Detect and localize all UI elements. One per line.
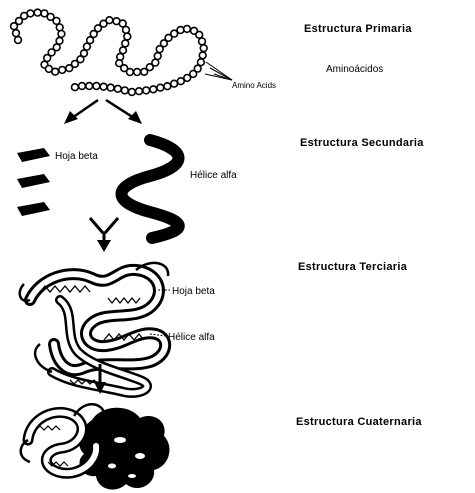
amino-acid-bead xyxy=(154,53,161,60)
amino-acid-bead xyxy=(199,38,206,45)
amino-acid-bead xyxy=(114,85,121,92)
amino-acid-bead xyxy=(13,30,20,37)
amino-acids-label-es: Aminoácidos xyxy=(326,64,383,75)
amino-acid-bead xyxy=(143,87,150,94)
amino-acid-bead xyxy=(93,83,100,90)
amino-acid-bead xyxy=(164,83,171,90)
amino-acid-bead xyxy=(122,40,129,47)
tertiary-fold xyxy=(20,263,168,393)
tertiary-helix-label: Hélice alfa xyxy=(168,332,215,343)
amino-acid-chain xyxy=(11,9,208,95)
amino-acid-pointer-lines xyxy=(205,62,232,80)
amino-acid-bead xyxy=(136,88,143,95)
tertiary-beta-label: Hoja beta xyxy=(172,286,215,297)
amino-acid-bead xyxy=(106,17,113,24)
amino-acid-bead xyxy=(79,83,86,90)
amino-acid-bead xyxy=(157,84,164,91)
amino-acid-bead xyxy=(107,84,114,91)
amino-acid-bead xyxy=(123,27,130,34)
secondary-structure-title: Estructura Secundaria xyxy=(300,137,424,149)
amino-acid-bead xyxy=(81,50,88,57)
amino-acid-bead xyxy=(171,80,178,87)
amino-acid-bead xyxy=(86,83,93,90)
amino-acid-bead xyxy=(200,45,207,52)
amino-acid-bead xyxy=(121,87,128,94)
amino-acid-bead xyxy=(177,78,184,85)
alpha-helix-label: Hélice alfa xyxy=(190,170,237,181)
primary-structure-title: Estructura Primaria xyxy=(304,23,412,35)
amino-acid-bead xyxy=(124,33,131,40)
amino-acid-bead xyxy=(44,55,51,62)
amino-acid-bead xyxy=(177,27,184,34)
amino-acid-bead xyxy=(72,84,79,91)
beta-sheet-strands xyxy=(17,148,50,216)
secondary-to-tertiary-arrow xyxy=(90,218,118,242)
quaternary-structure-title: Estructura Cuaternaria xyxy=(296,416,422,428)
amino-acid-bead xyxy=(152,59,159,66)
amino-acid-bead xyxy=(196,31,203,38)
amino-acid-bead xyxy=(184,26,191,33)
amino-acid-bead xyxy=(52,68,59,75)
arrowheads-top xyxy=(64,111,142,124)
amino-acid-bead xyxy=(150,86,157,93)
amino-acid-bead xyxy=(134,69,141,76)
amino-acid-bead xyxy=(34,9,41,16)
amino-acid-bead xyxy=(53,18,60,25)
amino-acid-bead xyxy=(126,69,133,76)
amino-acids-label-en: Amino Acids xyxy=(232,81,276,90)
quaternary-complex xyxy=(21,404,170,489)
beta-sheet-label: Hoja beta xyxy=(55,151,98,162)
alpha-helix-ribbon xyxy=(122,140,179,238)
amino-acid-bead xyxy=(15,37,22,44)
primary-to-secondary-arrows xyxy=(72,100,134,118)
amino-acid-bead xyxy=(199,52,206,59)
amino-acid-bead xyxy=(58,31,65,38)
amino-acid-bead xyxy=(129,89,136,96)
arrowhead-mid xyxy=(97,240,111,252)
amino-acid-bead xyxy=(120,47,127,54)
amino-acid-bead xyxy=(27,10,34,17)
tertiary-structure-title: Estructura Terciaria xyxy=(298,261,408,273)
amino-acid-bead xyxy=(59,67,66,74)
amino-acid-bead xyxy=(100,83,107,90)
